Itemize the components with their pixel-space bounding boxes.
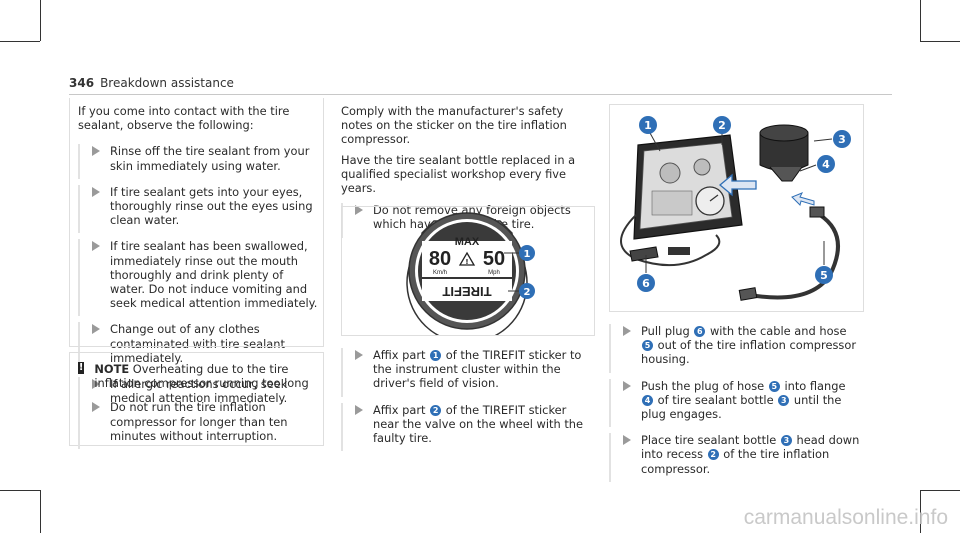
crop-mark bbox=[0, 490, 40, 491]
note-label: NOTE bbox=[94, 362, 130, 376]
sticker-mph-value: 50 bbox=[483, 248, 505, 270]
tirefit-sticker-figure: MAX 80 50 ! Km/h Mph TIREFIT 1 2 bbox=[341, 206, 595, 344]
warning-box bbox=[69, 98, 324, 347]
callout-ref: 3 bbox=[780, 435, 792, 447]
list-item-text: If allergic reactions occur, seek medica… bbox=[110, 377, 288, 406]
list-item: Change out of any clothes contaminated w… bbox=[78, 322, 318, 372]
callout-ref: 2 bbox=[707, 449, 719, 461]
list-item: Place tire sealant bottle 3 head down in… bbox=[609, 433, 861, 482]
insert-arrow-icon bbox=[718, 173, 757, 197]
callout-ref: 5 bbox=[642, 340, 653, 352]
arrow-icon bbox=[92, 186, 100, 197]
callout-4: 4 bbox=[817, 155, 835, 173]
crop-mark bbox=[40, 490, 41, 533]
svg-text:2: 2 bbox=[524, 287, 531, 298]
svg-text:5: 5 bbox=[820, 269, 828, 282]
header-rule bbox=[69, 94, 892, 95]
list-item: If tire sealant gets into your eyes, tho… bbox=[78, 184, 318, 234]
list-item-text: If tire sealant gets into your eyes, tho… bbox=[110, 184, 313, 228]
crop-mark bbox=[0, 41, 40, 42]
middle-steps: Affix part 1 of the TIREFIT sticker to t… bbox=[341, 336, 591, 452]
crop-mark bbox=[40, 0, 41, 41]
arrow-icon bbox=[623, 326, 631, 336]
arrow-icon bbox=[355, 205, 363, 216]
crop-mark bbox=[920, 41, 960, 42]
svg-text:2: 2 bbox=[718, 119, 726, 132]
paragraph: Comply with the manufacturer's safety no… bbox=[341, 104, 567, 147]
list-item-text: Change out of any clothes contaminated w… bbox=[110, 322, 285, 365]
notice-icon: ! bbox=[78, 362, 85, 374]
page-number: 346 bbox=[69, 76, 95, 90]
sticker-kmh-value: 80 bbox=[429, 248, 451, 270]
list-item: If allergic reactions occur, seek medica… bbox=[78, 377, 318, 412]
callout-3: 3 bbox=[833, 130, 851, 148]
callout-ref: 3 bbox=[778, 394, 790, 406]
note-bullet-text: Do not run the tire inflation compressor… bbox=[110, 400, 288, 443]
callout-1: 1 bbox=[639, 116, 657, 134]
svg-text:4: 4 bbox=[822, 158, 830, 171]
list-item-text: If tire sealant has been swallowed, imme… bbox=[110, 239, 318, 311]
sticker-mph-unit: Mph bbox=[488, 270, 500, 276]
callout-ref: 1 bbox=[430, 350, 442, 361]
right-steps: Pull plug 6 with the cable and hose 5 ou… bbox=[609, 312, 861, 482]
intro-text: If you come into contact with the tire s… bbox=[78, 104, 290, 133]
callout-2: 2 bbox=[519, 283, 535, 299]
sticker-brand: TIREFIT bbox=[442, 284, 491, 299]
list-item: Pull plug 6 with the cable and hose 5 ou… bbox=[609, 324, 861, 373]
arrow-icon bbox=[355, 350, 363, 360]
list-item-text: Rinse off the tire sealant from your ski… bbox=[110, 144, 310, 173]
watermark: carmanualsonline.info bbox=[743, 506, 948, 529]
crop-mark bbox=[920, 0, 921, 41]
paragraph: Have the tire sealant bottle replaced in… bbox=[341, 152, 576, 196]
tire-inflation-compressor-illustration: 1 2 3 4 5 6 bbox=[620, 116, 851, 301]
list-item: Affix part 2 of the TIREFIT sticker near… bbox=[341, 402, 591, 452]
section-title: Breakdown assistance bbox=[100, 76, 234, 90]
svg-text:1: 1 bbox=[524, 249, 531, 260]
sticker-max: MAX bbox=[455, 236, 480, 248]
note-text: Overheating due to the tire inflation co… bbox=[94, 362, 309, 391]
arrow-icon bbox=[92, 379, 100, 390]
tirefit-sticker-illustration: MAX 80 50 ! Km/h Mph TIREFIT 1 2 bbox=[406, 212, 535, 344]
arrow-icon bbox=[92, 324, 100, 335]
note-section: ! NOTE Overheating due to the tire infla… bbox=[78, 362, 314, 450]
svg-text:6: 6 bbox=[642, 277, 650, 290]
arrow-icon bbox=[623, 380, 631, 391]
svg-text:!: ! bbox=[465, 258, 468, 266]
arrow-icon bbox=[92, 241, 100, 252]
warning-triangle-icon bbox=[458, 251, 476, 266]
crop-mark bbox=[920, 490, 960, 491]
list-item: Affix part 1 of the TIREFIT sticker to t… bbox=[341, 348, 591, 397]
callout-2: 2 bbox=[713, 116, 731, 134]
callout-ref: 6 bbox=[694, 326, 706, 337]
note-bullet: Do not run the tire inflation compressor… bbox=[78, 400, 314, 450]
crop-mark bbox=[920, 490, 921, 533]
list-item: If tire sealant has been swallowed, imme… bbox=[78, 239, 318, 317]
arrow-icon bbox=[92, 146, 100, 157]
callout-5: 5 bbox=[815, 266, 833, 284]
arrow-icon bbox=[355, 404, 363, 415]
callout-ref: 4 bbox=[642, 394, 653, 406]
callout-6: 6 bbox=[637, 274, 655, 292]
callout-1: 1 bbox=[519, 245, 535, 261]
arrow-icon bbox=[623, 435, 631, 446]
callout-ref: 5 bbox=[768, 380, 780, 392]
bullet-list: Rinse off the tire sealant from your ski… bbox=[78, 144, 318, 412]
svg-text:1: 1 bbox=[644, 119, 652, 132]
callout-ref: 2 bbox=[430, 404, 442, 416]
compressor-figure: 1 2 3 4 5 6 bbox=[609, 104, 864, 312]
list-item: Push the plug of hose 5 into flange 4 of… bbox=[609, 378, 861, 428]
note-box bbox=[69, 352, 324, 446]
left-column: If you come into contact with the tire s… bbox=[78, 104, 318, 412]
arrow-icon bbox=[92, 402, 100, 413]
sticker-kmh-unit: Km/h bbox=[433, 270, 447, 276]
list-item: Rinse off the tire sealant from your ski… bbox=[78, 144, 318, 179]
page-header: 346 Breakdown assistance bbox=[69, 76, 234, 90]
svg-text:3: 3 bbox=[838, 133, 846, 146]
